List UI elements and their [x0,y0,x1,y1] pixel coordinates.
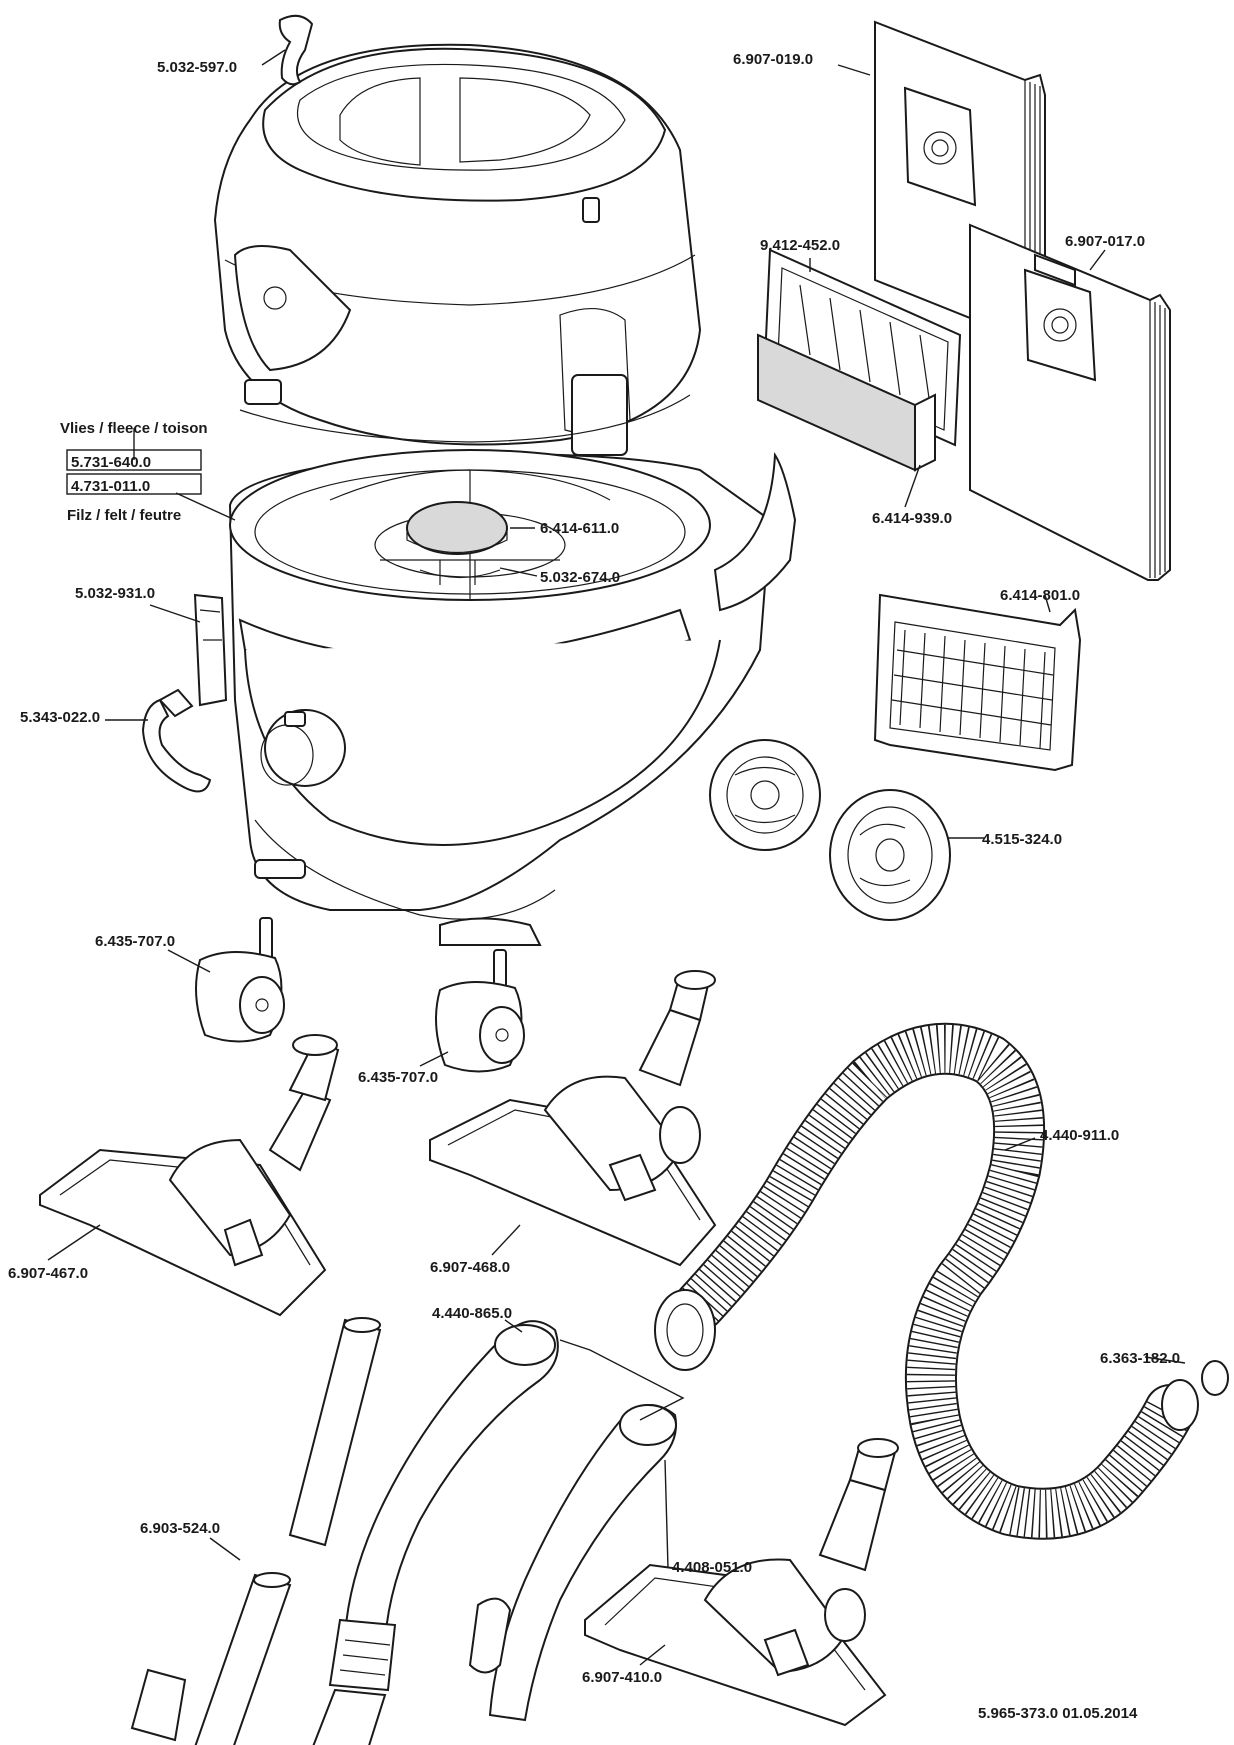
part-labels: 5.032-597.0 6.907-019.0 9.412-452.0 6.90… [8,51,1180,1722]
label-6907410: 6.907-410.0 [582,1669,662,1686]
label-6907467: 6.907-467.0 [8,1265,88,1282]
label-box-felt [66,473,202,495]
label-6414939: 6.414-939.0 [872,510,952,527]
leader-lines [47,49,1186,1666]
wheel-part [829,789,951,921]
o-ring [1201,1360,1229,1396]
label-5032931: 5.032-931.0 [75,585,155,602]
label-6907017: 6.907-017.0 [1065,233,1145,250]
label-5032674: 5.032-674.0 [540,569,620,586]
label-6907019: 6.907-019.0 [733,51,813,68]
label-5731640: 5.731-640.0 [71,454,151,471]
floor-nozzle-middle [429,970,717,1267]
label-4515324: 4.515-324.0 [982,831,1062,848]
label-fleece: Vlies / fleece / toison [60,420,208,437]
container-body [228,449,821,946]
label-4731011: 4.731-011.0 [71,478,150,495]
handle-upper [312,1320,559,1745]
label-6414801: 6.414-801.0 [1000,587,1080,604]
extension-tubes [130,1317,382,1745]
suction-hose [654,1022,1199,1540]
label-5032597: 5.032-597.0 [157,59,237,76]
caster-left [195,917,285,1043]
floor-nozzle-bottom [584,1438,899,1727]
caster-right [435,949,525,1073]
filter-disc [406,501,508,585]
label-6363182: 6.363-182.0 [1100,1350,1180,1367]
c-clip [141,688,212,793]
label-6435707-right: 6.435-707.0 [358,1069,438,1086]
vacuum-head [213,43,702,456]
filter-bag-front [969,223,1171,581]
label-6414611: 6.414-611.0 [540,520,619,537]
label-6903524: 6.903-524.0 [140,1520,220,1537]
label-felt: Filz / felt / feutre [67,507,181,524]
clip-part [278,14,314,86]
label-6907468: 6.907-468.0 [430,1259,510,1276]
floor-nozzle-left [39,1034,340,1317]
label-4440911: 4.440-911.0 [1040,1127,1119,1144]
flat-filter-frame [757,248,962,472]
side-bracket [193,593,228,707]
label-box-fleece [66,449,202,471]
handle-lower [468,1404,677,1722]
document-footer: 5.965-373.0 01.05.2014 [978,1705,1138,1722]
label-4408051: 4.408-051.0 [672,1559,752,1576]
label-5343022: 5.343-022.0 [20,709,100,726]
label-6435707-left: 6.435-707.0 [95,933,175,950]
label-9412452: 9.412-452.0 [760,237,840,254]
cartridge-filter [873,593,1082,772]
label-4440865: 4.440-865.0 [432,1305,512,1322]
